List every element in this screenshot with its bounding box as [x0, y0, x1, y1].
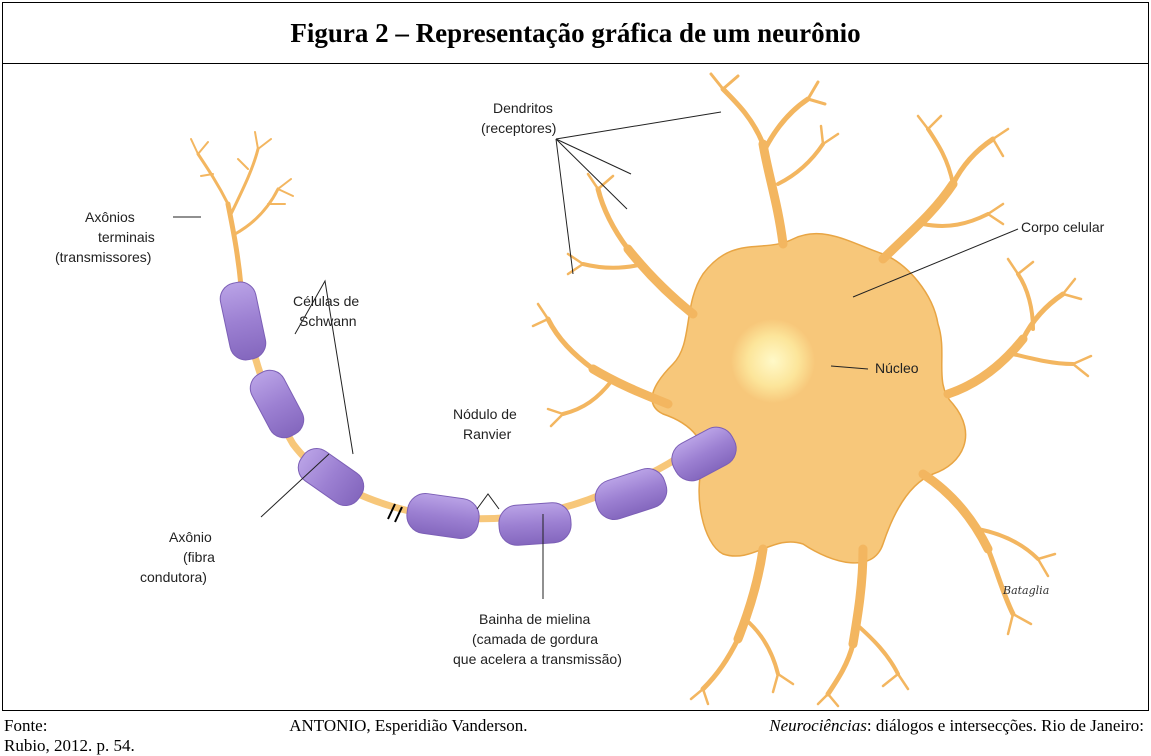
- source-book: Neurociências: [769, 716, 867, 735]
- source-prefix: Fonte:: [4, 716, 47, 736]
- label-nucleo: Núcleo: [875, 360, 919, 376]
- svg-text:(fibra: (fibra: [183, 549, 215, 565]
- svg-text:Nódulo de: Nódulo de: [453, 406, 517, 422]
- svg-text:terminais: terminais: [98, 229, 155, 245]
- svg-text:Axônio: Axônio: [169, 529, 212, 545]
- axon-terminals: [191, 132, 293, 286]
- label-axonios-terminais: Axônios terminais (transmissores): [55, 209, 155, 265]
- figure-frame: Figura 2 – Representação gráfica de um n…: [2, 2, 1149, 711]
- svg-text:Bainha de mielina: Bainha de mielina: [479, 611, 591, 627]
- svg-text:(receptores): (receptores): [481, 120, 556, 136]
- svg-text:condutora): condutora): [140, 569, 207, 585]
- svg-text:(camada de gordura: (camada de gordura: [472, 631, 598, 647]
- label-celulas-schwann: Células de Schwann: [293, 293, 359, 329]
- label-nodulo-ranvier: Nódulo de Ranvier: [453, 406, 517, 442]
- label-axonio: Axônio (fibra condutora): [140, 529, 215, 585]
- figure-source: Fonte: ANTONIO, Esperidião Vanderson. Ne…: [4, 716, 1144, 756]
- label-corpo-celular: Corpo celular: [1021, 219, 1105, 235]
- figure-title: Figura 2 – Representação gráfica de um n…: [3, 3, 1148, 64]
- source-rest: : diálogos e intersecções. Rio de Janeir…: [867, 716, 1144, 735]
- source-line2: Rubio, 2012. p. 54.: [4, 736, 1144, 756]
- svg-text:Schwann: Schwann: [299, 313, 357, 329]
- label-bainha-mielina: Bainha de mielina (camada de gordura que…: [453, 611, 622, 667]
- svg-text:Ranvier: Ranvier: [463, 426, 512, 442]
- label-dendritos: Dendritos (receptores): [481, 100, 556, 136]
- svg-text:Axônios: Axônios: [85, 209, 135, 225]
- svg-text:(transmissores): (transmissores): [55, 249, 151, 265]
- neuron-diagram: Dendritos (receptores) Corpo celular Núc…: [3, 64, 1148, 710]
- svg-text:Dendritos: Dendritos: [493, 100, 553, 116]
- signature: Bataglia: [1002, 584, 1049, 597]
- source-author: ANTONIO, Esperidião Vanderson.: [289, 716, 527, 736]
- svg-text:que acelera a transmissão): que acelera a transmissão): [453, 651, 622, 667]
- nucleus: [731, 319, 815, 403]
- svg-text:Células de: Células de: [293, 293, 359, 309]
- cell-body: [652, 234, 966, 563]
